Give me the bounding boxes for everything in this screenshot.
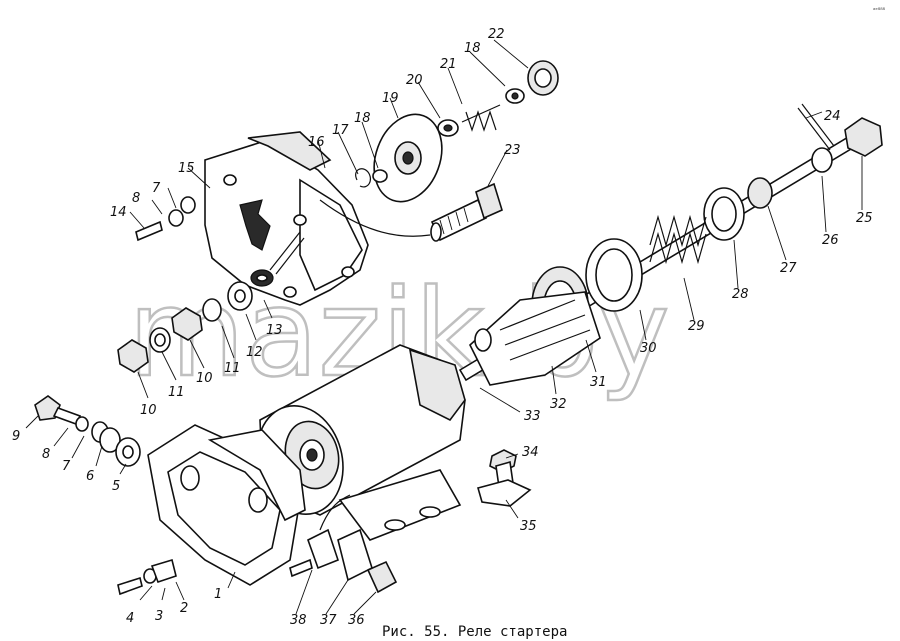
callout-13: 13	[266, 323, 283, 338]
contact-bolt	[430, 182, 503, 242]
callout-24: 24	[824, 109, 841, 124]
callout-16: 16	[308, 135, 325, 150]
plunger	[469, 291, 601, 386]
callout-17: 17	[332, 123, 349, 138]
callout-21: 21	[440, 57, 457, 72]
figure-caption: Рис. 55. Реле стартера	[382, 624, 567, 640]
callout-32: 32	[550, 397, 567, 412]
upper-spring-stack	[437, 60, 559, 137]
callout-10-upper: 10	[196, 371, 213, 386]
callout-23: 23	[504, 143, 521, 158]
callout-5: 5	[112, 479, 120, 494]
callout-34: 34	[522, 445, 539, 460]
callout-15: 15	[178, 161, 195, 176]
callout-25: 25	[856, 211, 873, 226]
callout-1: 1	[214, 587, 222, 602]
callout-2: 2	[180, 601, 188, 616]
callout-33: 33	[524, 409, 541, 424]
callout-labels: 1 2 3 4 5 6 7 8 9 10 10 11 11 12 13 14 7…	[12, 27, 873, 628]
leader-lines	[25, 39, 863, 615]
callout-6: 6	[86, 469, 94, 484]
fasteners-right	[289, 449, 532, 594]
callout-20: 20	[406, 73, 423, 88]
callout-10-lower: 10	[140, 403, 157, 418]
fasteners-left	[34, 196, 253, 596]
callout-28: 28	[732, 287, 749, 302]
callout-37: 37	[320, 613, 337, 628]
callout-11-upper: 11	[224, 361, 241, 376]
callout-35: 35	[520, 519, 537, 534]
relay-cover	[204, 131, 431, 306]
callout-19: 19	[382, 91, 399, 106]
callout-4: 4	[126, 611, 134, 626]
callout-7-lower: 7	[62, 459, 71, 474]
callout-11-lower: 11	[168, 385, 185, 400]
callout-7-upper: 7	[152, 181, 161, 196]
callout-36: 36	[348, 613, 365, 628]
callout-22: 22	[488, 27, 505, 42]
contact-disc	[355, 113, 443, 203]
callout-8-upper: 8	[132, 191, 140, 206]
callout-26: 26	[822, 233, 839, 248]
callout-31: 31	[590, 375, 607, 390]
callout-9: 9	[12, 429, 20, 444]
callout-12: 12	[246, 345, 263, 360]
callout-30: 30	[640, 341, 657, 356]
callout-14: 14	[110, 205, 127, 220]
callout-18-lower: 18	[354, 111, 371, 126]
mounting-flange	[147, 424, 306, 586]
callout-29: 29	[688, 319, 705, 334]
callout-3: 3	[155, 609, 163, 624]
callout-27: 27	[780, 261, 797, 276]
corner-mark: ᵃᵉ⁸⁸⁸	[873, 7, 886, 14]
callout-38: 38	[290, 613, 307, 628]
callout-8-lower: 8	[42, 447, 50, 462]
callout-18-upper: 18	[464, 41, 481, 56]
